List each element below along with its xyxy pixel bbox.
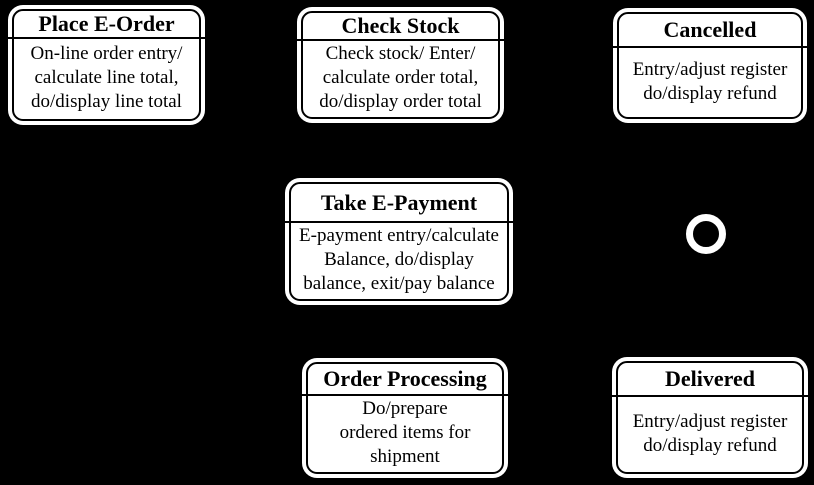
state-title: Delivered (664, 366, 755, 391)
state-frame: Delivered Entry/adjust register do/displ… (612, 361, 808, 474)
state-cancelled: Cancelled Entry/adjust register do/displ… (613, 8, 807, 123)
final-state-icon (686, 214, 726, 254)
activity-line: calculate line total, (34, 67, 179, 88)
compartment-divider (285, 221, 513, 223)
state-activities: On-line order entry/ calculate line tota… (14, 39, 199, 119)
state-title: Take E-Payment (320, 189, 478, 215)
state-take-e-payment: Take E-Payment E-payment entry/calculate… (285, 178, 513, 305)
state-place-e-order: Place E-Order On-line order entry/ calcu… (8, 5, 205, 125)
state-check-stock: Check Stock Check stock/ Enter/ calculat… (297, 7, 504, 123)
activity-line: E-payment entry/calculate (299, 225, 499, 246)
state-activities: Entry/adjust register do/display refund (618, 397, 802, 472)
state-title: Cancelled (663, 17, 757, 42)
state-frame: Check Stock Check stock/ Enter/ calculat… (297, 11, 504, 119)
state-frame: Place E-Order On-line order entry/ calcu… (8, 9, 205, 121)
compartment-divider (612, 395, 808, 397)
state-delivered: Delivered Entry/adjust register do/displ… (612, 357, 808, 478)
state-title: Order Processing (323, 366, 487, 391)
state-activities: Entry/adjust register do/display refund (619, 48, 801, 117)
activity-line: do/display refund (643, 434, 777, 456)
activity-line: Balance, do/display (324, 249, 474, 270)
activity-line: do/display line total (31, 91, 182, 112)
state-activities: E-payment entry/calculate Balance, do/di… (291, 223, 507, 299)
state-frame: Take E-Payment E-payment entry/calculate… (285, 182, 513, 301)
activity-line: ordered items for (339, 422, 471, 443)
activity-line: Check stock/ Enter/ (325, 43, 476, 64)
compartment-divider (8, 37, 205, 39)
compartment-divider (613, 46, 807, 48)
state-order-processing: Order Processing Do/prepare ordered item… (302, 358, 508, 478)
activity-line: do/display order total (319, 91, 482, 112)
state-title: Place E-Order (38, 11, 175, 36)
activity-line: Do/prepare (362, 398, 448, 419)
activity-line: On-line order entry/ (30, 43, 183, 64)
activity-line: do/display refund (643, 82, 777, 104)
activity-line: calculate order total, (322, 67, 479, 88)
activity-line: shipment (370, 446, 440, 467)
activity-line: Entry/adjust register (632, 410, 788, 432)
compartment-divider (297, 39, 504, 41)
state-frame: Cancelled Entry/adjust register do/displ… (613, 12, 807, 119)
state-activities: Check stock/ Enter/ calculate order tota… (303, 41, 498, 117)
activity-line: balance, exit/pay balance (303, 273, 495, 294)
state-frame: Order Processing Do/prepare ordered item… (302, 362, 508, 474)
state-activities: Do/prepare ordered items for shipment (308, 396, 502, 472)
compartment-divider (302, 394, 508, 396)
state-title: Check Stock (341, 13, 460, 38)
activity-line: Entry/adjust register (632, 58, 788, 80)
